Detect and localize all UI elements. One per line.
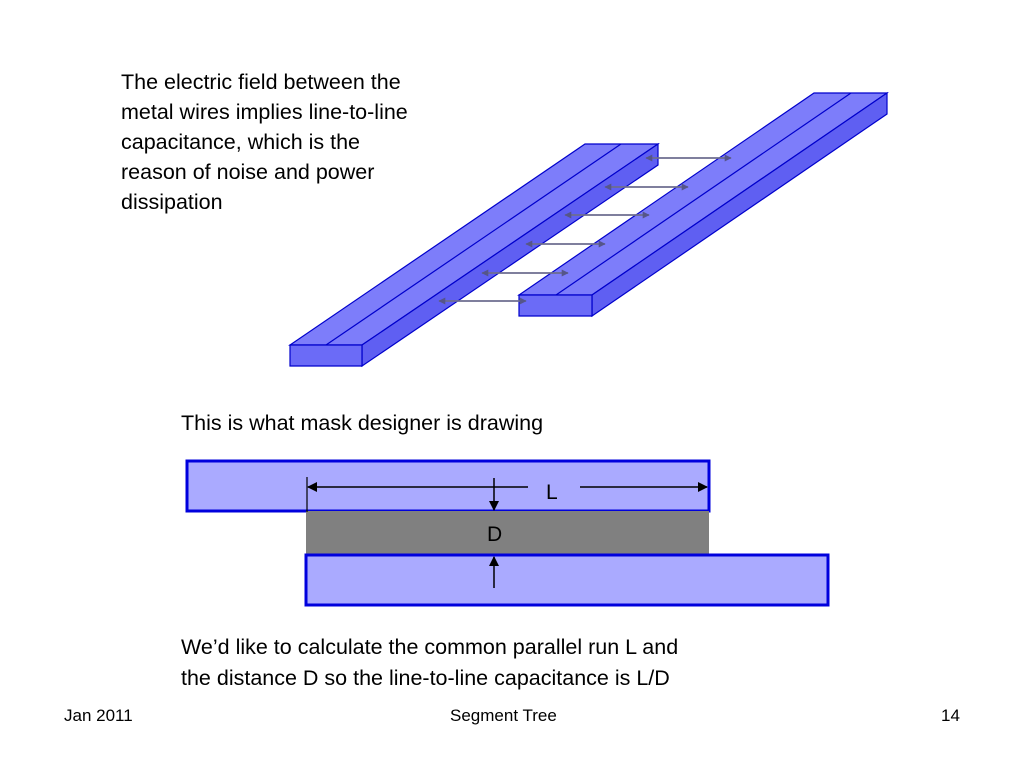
label-D: D <box>487 523 502 546</box>
mask-caption: This is what mask designer is drawing <box>181 411 544 435</box>
footer-date: Jan 2011 <box>64 706 133 725</box>
page-number: 14 <box>941 706 960 725</box>
mask-wire-top <box>185 459 711 513</box>
field-arrows <box>438 154 732 305</box>
footer-title: Segment Tree <box>450 706 557 725</box>
label-L: L <box>546 481 558 504</box>
mask-wire-bottom <box>304 553 830 607</box>
calculation-caption: We’d like to calculate the common parall… <box>181 635 679 690</box>
mask-layout: L D <box>185 459 830 607</box>
explanation-paragraph: The electric field between the metal wir… <box>121 70 408 214</box>
metal-wire-left <box>288 142 660 368</box>
gap-region <box>306 511 709 555</box>
